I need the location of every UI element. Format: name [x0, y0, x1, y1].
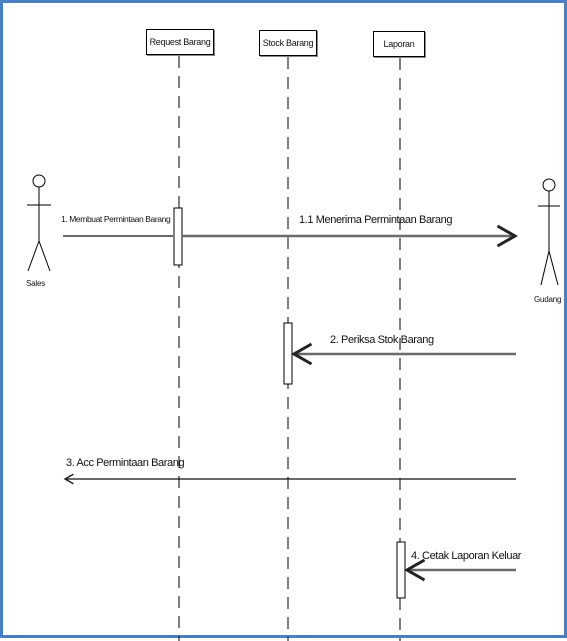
lifeline-request-barang: Request Barang [146, 29, 214, 55]
message-1-label: 1. Membuat Permintaan Barang [61, 214, 171, 224]
lifeline-stock-barang: Stock Barang [259, 30, 317, 56]
message-4-label: 4. Cetak Laporan Keluar [411, 550, 522, 562]
lifeline-laporan: Laporan [373, 31, 425, 57]
message-3-label: 3. Acc Permintaan Barang [66, 457, 185, 469]
activation-request [173, 207, 183, 266]
message-2-label: 2. Periksa Stok Barang [330, 334, 434, 346]
actor-sales-label: Sales [26, 279, 46, 288]
activation-laporan [396, 541, 406, 599]
actor-sales-figure [27, 174, 51, 272]
actor-gudang-figure [538, 178, 560, 286]
actor-gudang-label: Gudang [534, 295, 562, 304]
sequence-diagram-graphics [27, 56, 560, 641]
activation-stock [283, 322, 293, 385]
message-1-1-label: 1.1 Menerima Permintaan Barang [299, 214, 453, 226]
